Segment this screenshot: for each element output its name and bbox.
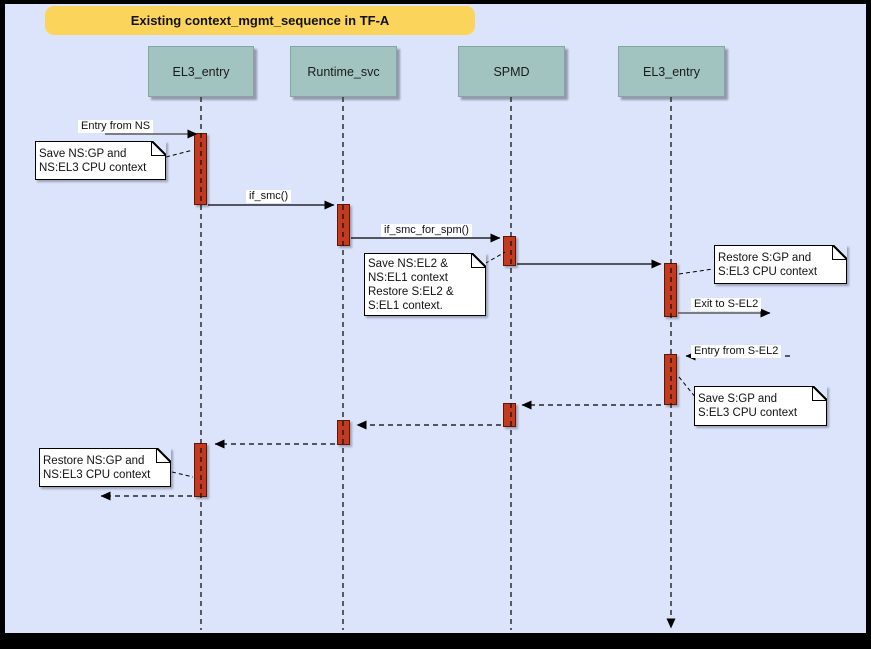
activation-bar-runtime-1 — [337, 204, 350, 246]
activation-bar-el3-right-1 — [664, 263, 677, 317]
activation-bar-spmd-1 — [503, 236, 516, 266]
diagram-canvas — [5, 4, 866, 633]
activation-bar-runtime-2 — [337, 420, 350, 445]
activation-bar-spmd-2 — [503, 403, 516, 427]
activation-bar-el3-right-2 — [664, 354, 677, 405]
activation-bar-el3-left-2 — [194, 443, 207, 497]
activation-bar-el3-left-1 — [194, 133, 207, 205]
